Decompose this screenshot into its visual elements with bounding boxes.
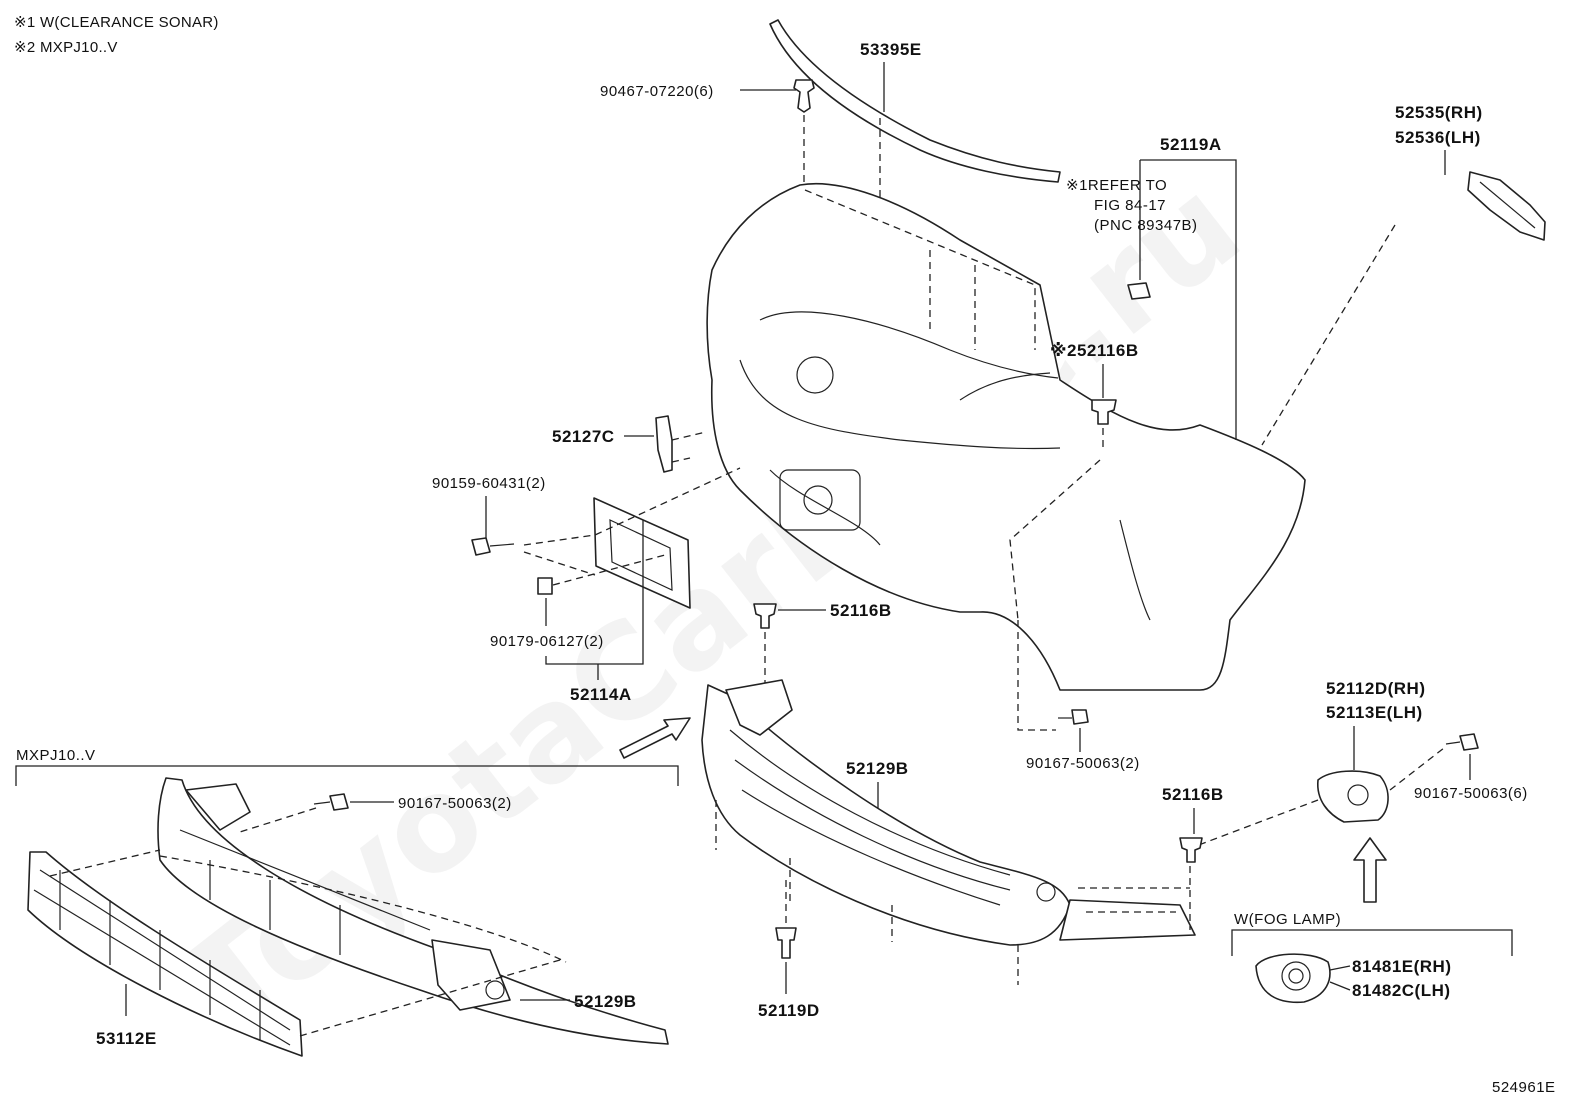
- label-52129B-left: 52129B: [574, 992, 637, 1011]
- label-90179-06127: 90179-06127(2): [490, 633, 604, 650]
- label-53112E: 53112E: [96, 1029, 157, 1048]
- part-52129B-grille: [701, 679, 1196, 946]
- label-mxpj10-box: MXPJ10..V: [16, 747, 96, 764]
- part-52127C: [655, 415, 673, 473]
- label-fog-lamp-box: W(FOG LAMP): [1234, 911, 1341, 928]
- clip-52116B-top: [1091, 399, 1117, 425]
- clip-52119D: [775, 927, 797, 959]
- label-90167-left: 90167-50063(2): [398, 795, 512, 812]
- part-52114A-license-bracket: [593, 497, 691, 609]
- nut-90179: [537, 577, 553, 595]
- label-52113E-lh: 52113E(LH): [1326, 703, 1423, 722]
- part-53395E-strip: [769, 19, 1061, 183]
- part-52119A-bumper-cover: [706, 182, 1306, 691]
- ref-note-line3: (PNC 89347B): [1094, 217, 1198, 234]
- clip-90467: [793, 79, 815, 113]
- diagram-id: 524961E: [1492, 1079, 1556, 1096]
- arrow-up-icon: [1353, 837, 1387, 903]
- clip-52116B-low: [1179, 837, 1203, 863]
- label-52536-lh: 52536(LH): [1395, 128, 1481, 147]
- note-mxpj10: ※2 MXPJ10..V: [14, 39, 118, 56]
- bolt-90167-center: [1058, 709, 1089, 725]
- bolt-90167-left: [313, 793, 349, 811]
- label-52127C: 52127C: [552, 427, 615, 446]
- label-52116B-low: 52116B: [1162, 785, 1224, 804]
- ref-note-line1: ※1REFER TO: [1066, 177, 1167, 194]
- label-52129B-main: 52129B: [846, 759, 909, 778]
- part-52112D-bracket: [1317, 770, 1389, 823]
- part-52129B-grille-left: [157, 777, 669, 1045]
- part-52535-retainer: [1467, 171, 1546, 241]
- label-52116B-mid: 52116B: [830, 601, 892, 620]
- label-53395E: 53395E: [860, 40, 922, 59]
- part-53112E-mesh-grille: [27, 851, 303, 1057]
- label-90467-07220: 90467-07220(6): [600, 83, 714, 100]
- label-90167-right: 90167-50063(6): [1414, 785, 1528, 802]
- bolt-90159: [471, 537, 515, 556]
- arrow-diagonal-icon: [619, 717, 691, 759]
- part-81481E-fog-lamp: [1255, 953, 1331, 1004]
- label-81481E-rh: 81481E(RH): [1352, 957, 1452, 976]
- label-52112D-rh: 52112D(RH): [1326, 679, 1426, 698]
- label-90159-60431: 90159-60431(2): [432, 475, 546, 492]
- label-90167-center: 90167-50063(2): [1026, 755, 1140, 772]
- clip-52116B-mid: [753, 603, 777, 629]
- note-clearance-sonar: ※1 W(CLEARANCE SONAR): [14, 14, 219, 31]
- label-52114A: 52114A: [570, 685, 632, 704]
- label-52119A: 52119A: [1160, 135, 1222, 154]
- label-81482C-lh: 81482C(LH): [1352, 981, 1451, 1000]
- label-52116B-top: ※252116B: [1050, 341, 1139, 360]
- label-52119D: 52119D: [758, 1001, 820, 1020]
- bolt-90167-right: [1445, 733, 1479, 751]
- ref-note-line2: FIG 84-17: [1094, 197, 1166, 214]
- label-52535-rh: 52535(RH): [1395, 103, 1483, 122]
- sonar-sensor-ref: [1127, 282, 1151, 300]
